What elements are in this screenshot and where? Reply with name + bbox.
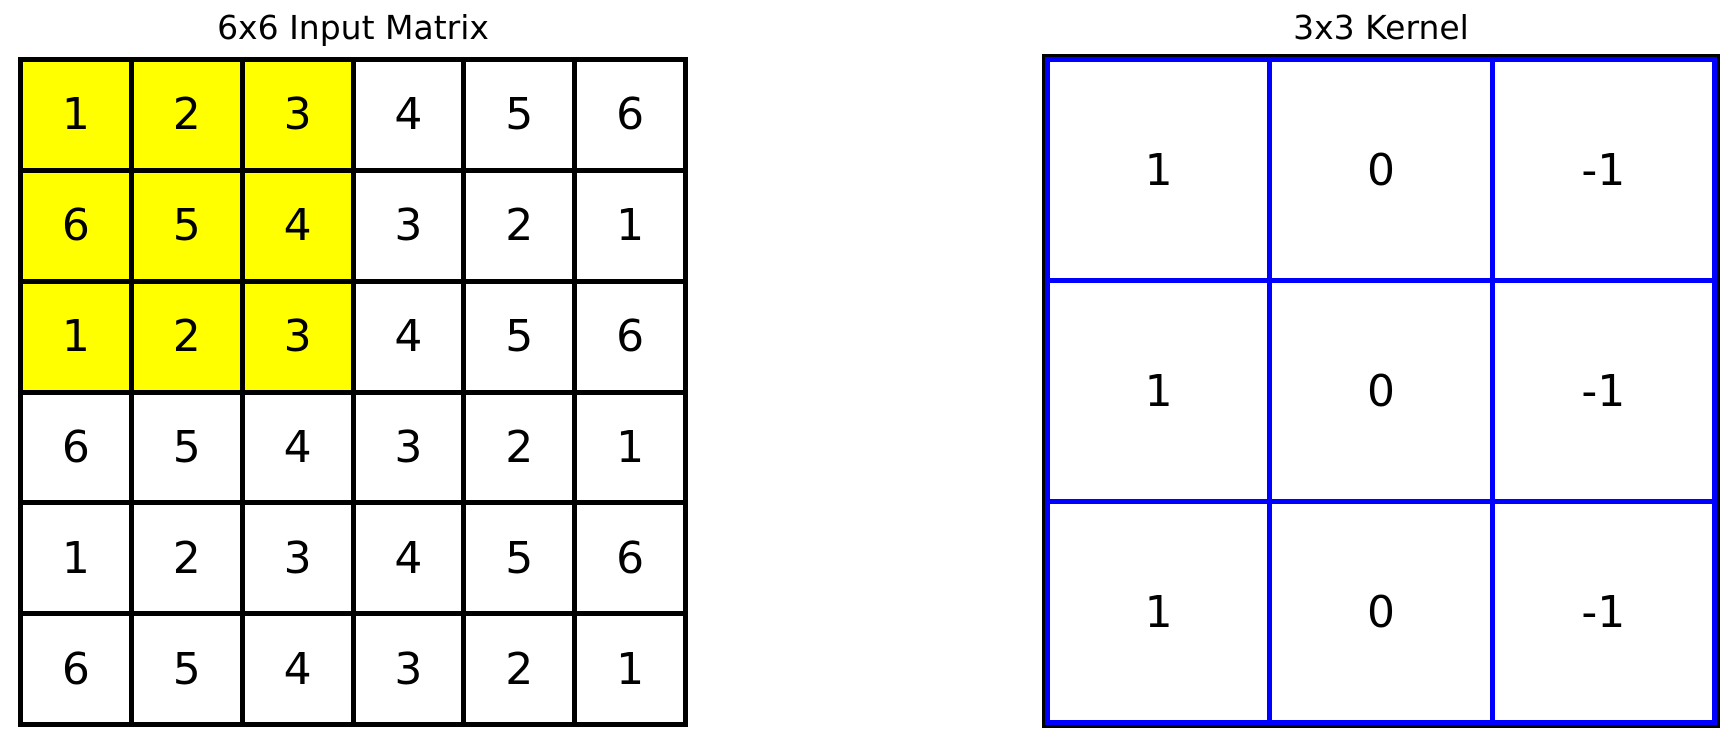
input-matrix-cell: 1 [577,616,683,722]
input-matrix-cell: 3 [244,62,351,168]
kernel-cell: 1 [1050,504,1268,720]
input-matrix-cell: 1 [23,62,129,168]
kernel-cell: 1 [1050,283,1268,499]
input-matrix-cell: 6 [23,172,129,279]
kernel-cell: -1 [1494,504,1712,720]
input-matrix-cell: 3 [355,616,462,722]
input-matrix-cell: 6 [23,394,129,501]
kernel-cell: 0 [1272,504,1490,720]
input-matrix-cell: 1 [23,505,129,612]
input-matrix-cell: 6 [23,616,129,722]
input-matrix-cell: 4 [244,394,351,501]
kernel-cell: 1 [1050,62,1268,278]
input-matrix-cell: 2 [466,172,573,279]
input-matrix-cell: 5 [133,394,240,501]
input-matrix-cell: 5 [466,62,573,168]
input-matrix-cell: 3 [355,172,462,279]
input-matrix-cell: 6 [577,283,683,390]
input-matrix-cell: 3 [355,394,462,501]
kernel-cell: 0 [1272,283,1490,499]
kernel-cell: 0 [1272,62,1490,278]
input-matrix-cell: 4 [355,283,462,390]
input-matrix-cell: 6 [577,505,683,612]
input-matrix-cell: 5 [133,616,240,722]
input-matrix-cell: 1 [23,283,129,390]
input-matrix-cell: 4 [244,172,351,279]
kernel-title: 3x3 Kernel [1293,8,1469,47]
input-matrix-cell: 2 [133,62,240,168]
input-matrix-cell: 2 [133,283,240,390]
input-matrix-cell: 4 [244,616,351,722]
input-matrix-cell: 2 [466,616,573,722]
input-matrix-cell: 5 [133,172,240,279]
input-matrix-cell: 4 [355,62,462,168]
input-matrix-cell: 3 [244,505,351,612]
kernel-cell: -1 [1494,62,1712,278]
input-matrix-cell: 2 [133,505,240,612]
input-matrix-cell: 6 [577,62,683,168]
input-matrix-cell: 2 [466,394,573,501]
input-matrix-cell: 3 [244,283,351,390]
input-matrix-title: 6x6 Input Matrix [217,8,489,47]
input-matrix-cell: 1 [577,394,683,501]
input-matrix-cell: 5 [466,505,573,612]
kernel-cell: -1 [1494,283,1712,499]
input-matrix-cell: 5 [466,283,573,390]
input-matrix-cell: 1 [577,172,683,279]
input-matrix-cell: 4 [355,505,462,612]
